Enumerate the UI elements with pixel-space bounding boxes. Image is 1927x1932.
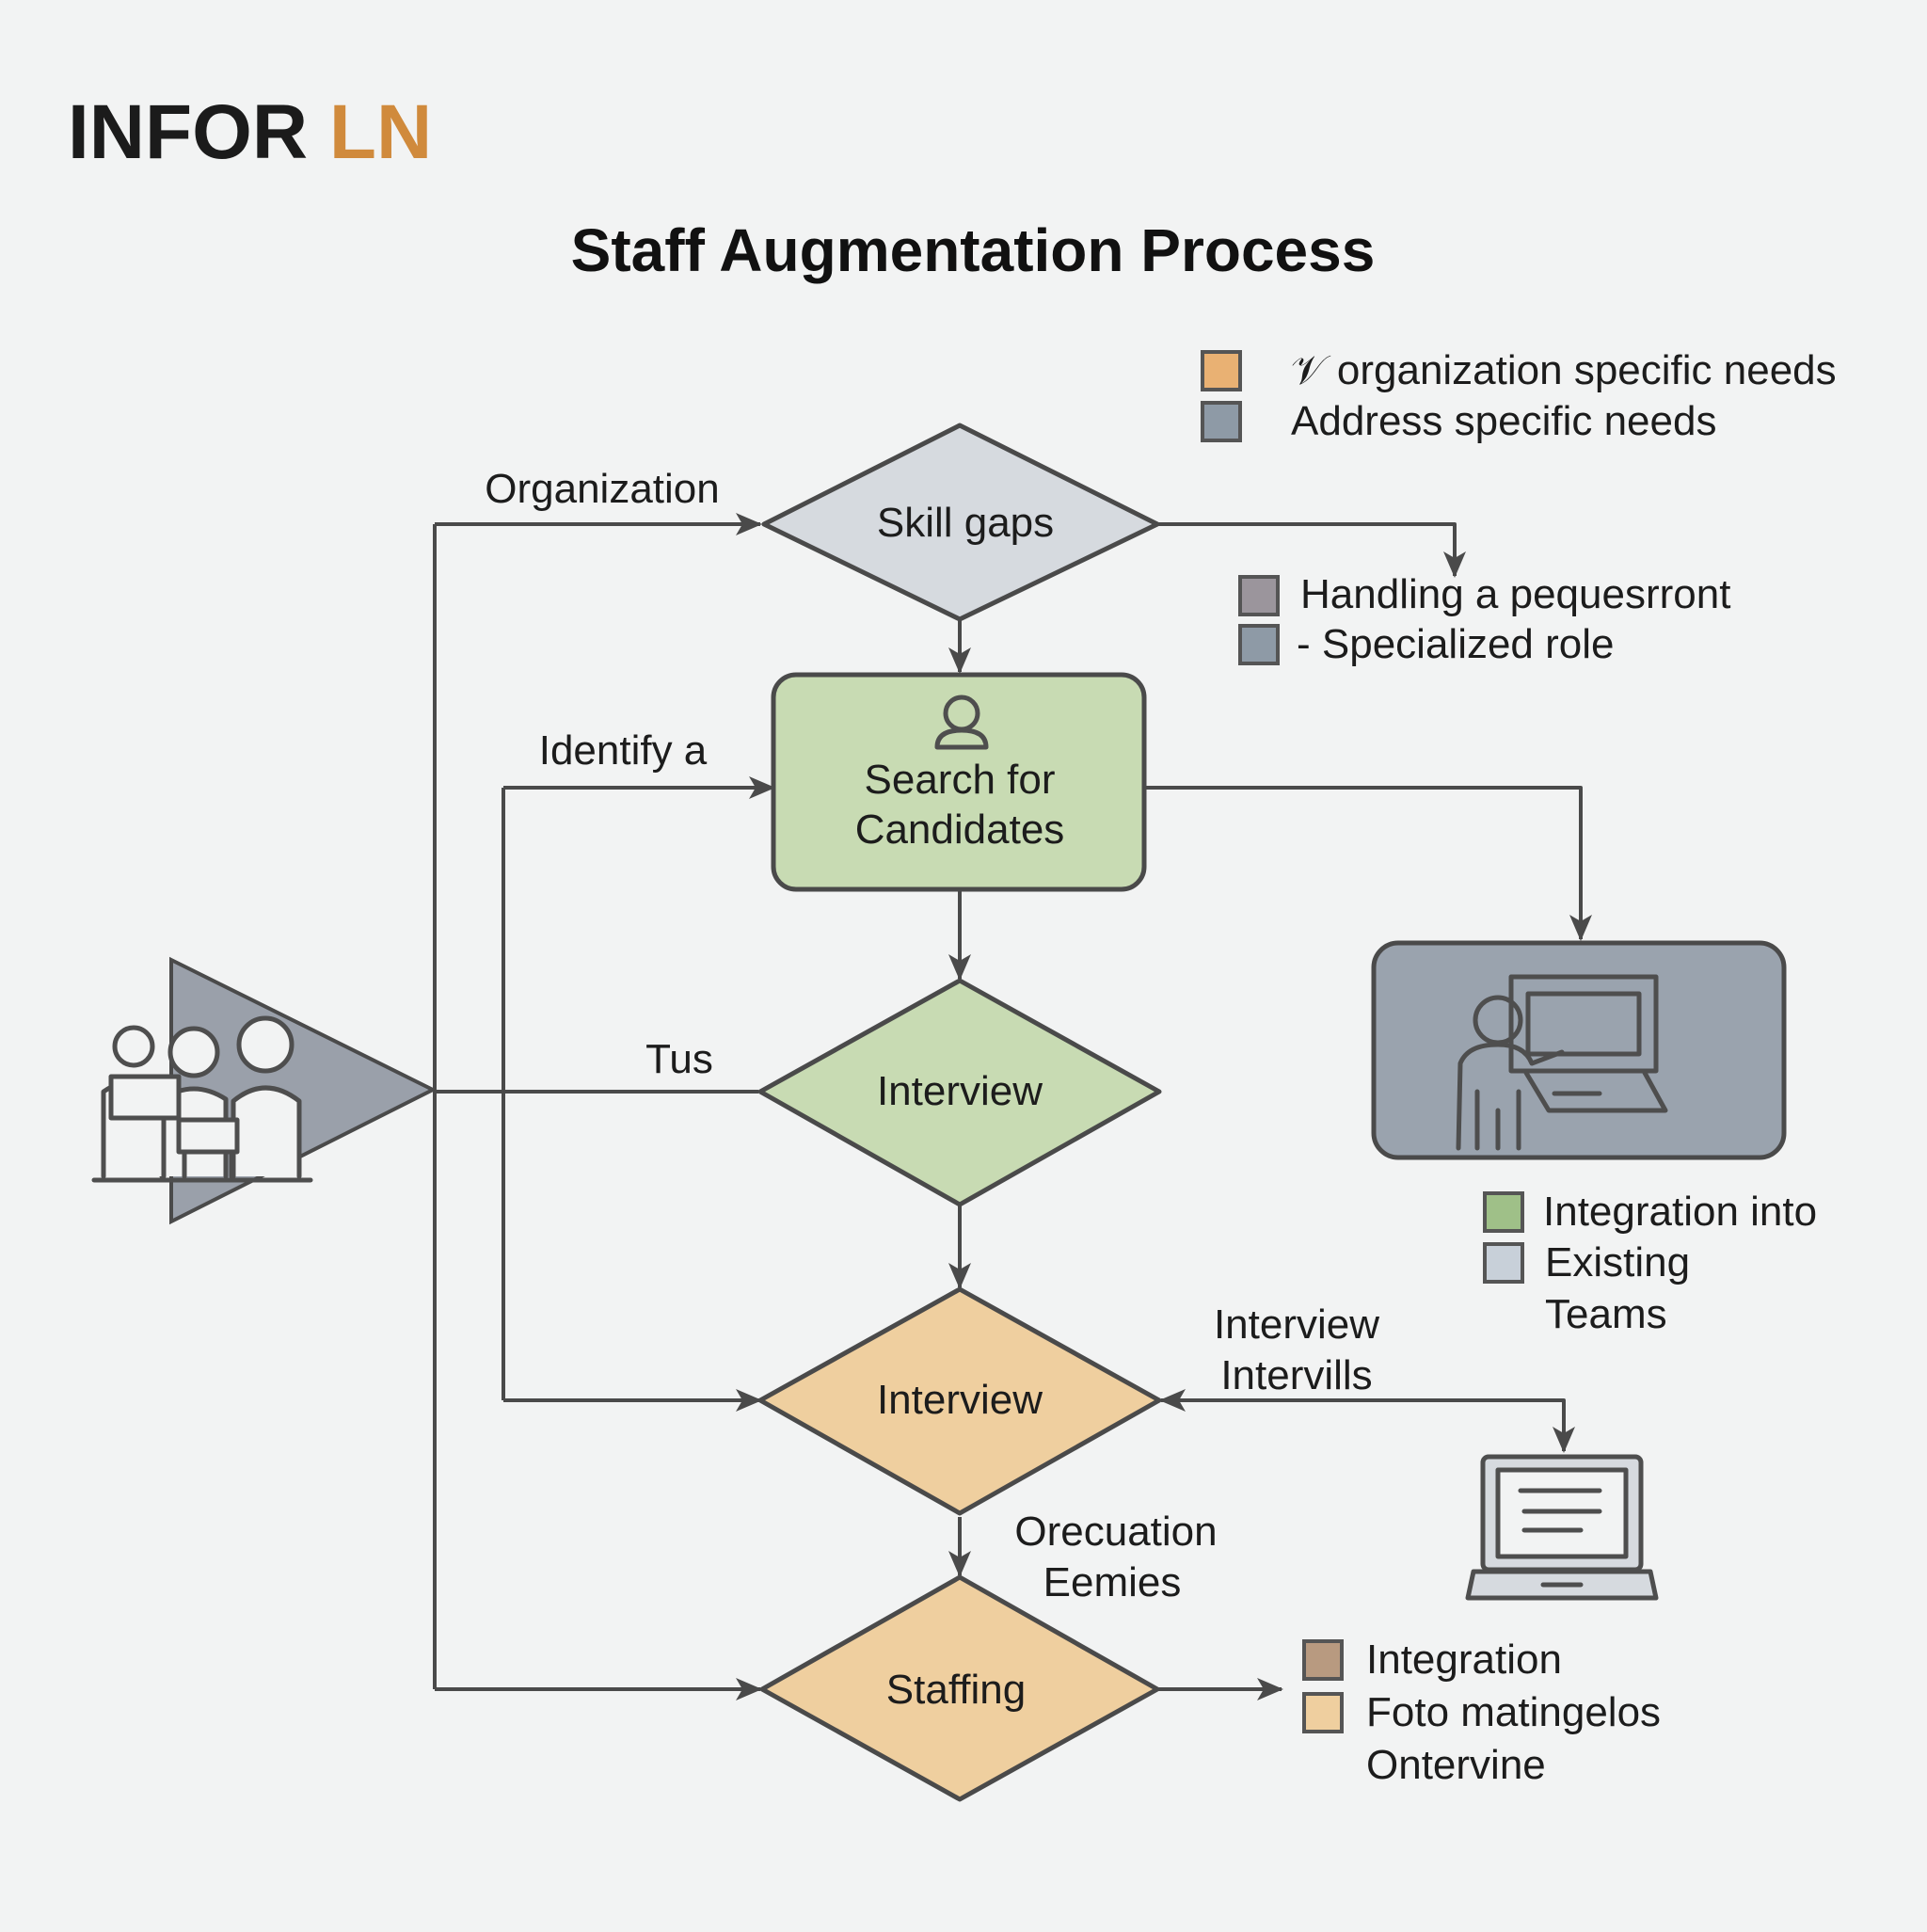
edge-label-orecuation-line1: Orecuation xyxy=(1014,1509,1217,1555)
legend-bottom-text-3: Ontervine xyxy=(1366,1742,1546,1788)
node-label-interview-2: Interview xyxy=(877,1377,1043,1423)
node-staffing: Staffing xyxy=(759,1574,1160,1802)
legend-right-text-3: Teams xyxy=(1545,1291,1667,1337)
legend-swatch xyxy=(1238,624,1280,665)
legend-swatch xyxy=(1483,1191,1524,1233)
edge-skill-to-legend xyxy=(1157,522,1466,578)
brand-part-infor: INFOR xyxy=(68,89,329,175)
legend-bottom-text-2: Foto matingelos xyxy=(1366,1689,1661,1735)
legend-right-text-2: Existing xyxy=(1545,1239,1690,1285)
brand-logo: INFOR LN xyxy=(68,89,432,175)
node-label-search-line2: Candidates xyxy=(855,806,1065,853)
brand-part-ln: LN xyxy=(329,89,432,175)
laptop-icon xyxy=(1465,1454,1659,1601)
legend-swatch xyxy=(1201,350,1242,391)
node-label-staffing: Staffing xyxy=(886,1667,1026,1713)
legend-bottom: Integration Foto matingelos Ontervine xyxy=(1302,1637,1661,1788)
legend-top-text-1: 𝒱 organization specific needs xyxy=(1291,347,1837,393)
legend-top: 𝒱 organization specific needs Address sp… xyxy=(1201,347,1837,444)
legend-swatch xyxy=(1238,575,1280,616)
legend-swatch xyxy=(1302,1692,1344,1733)
legend-swatch xyxy=(1201,401,1242,442)
node-label-skill-gaps: Skill gaps xyxy=(877,500,1054,546)
edge-label-interview-line2: Intervills xyxy=(1220,1352,1372,1398)
source-triangle xyxy=(91,956,438,1225)
legend-bottom-text-1: Integration xyxy=(1366,1637,1562,1683)
legend-middle-text-1: Handling a pequesrront xyxy=(1300,571,1730,617)
node-skill-gaps: Skill gaps xyxy=(761,423,1160,622)
edge-laptop-to-interview-2 xyxy=(1159,1389,1566,1451)
presenter-screen-icon xyxy=(1456,974,1668,1151)
edge-search-to-gray-box xyxy=(1144,786,1592,941)
legend-middle: Handling a pequesrront - Specialized rol… xyxy=(1238,571,1730,667)
legend-swatch xyxy=(1483,1242,1524,1284)
edge-label-orecuation-line2: Eemies xyxy=(1043,1559,1182,1605)
legend-swatch xyxy=(1302,1639,1344,1681)
node-label-search-line1: Search for xyxy=(865,757,1056,803)
legend-right: Integration into Existing Teams xyxy=(1483,1189,1817,1337)
person-icon xyxy=(934,695,989,750)
node-interview-2: Interview xyxy=(757,1286,1162,1516)
legend-top-text-2: Address specific needs xyxy=(1291,398,1716,444)
edge-label-identify: Identify a xyxy=(539,727,708,774)
node-search-candidates: Search for Candidates xyxy=(771,672,1147,892)
edge-label-organization: Organization xyxy=(485,466,719,512)
people-group-icon xyxy=(91,1015,313,1183)
presenter-box xyxy=(1371,940,1787,1160)
edge-label-interview-line1: Interview xyxy=(1214,1301,1379,1348)
node-label-interview-1: Interview xyxy=(877,1068,1043,1114)
edge-label-tus: Tus xyxy=(645,1036,713,1082)
legend-right-text-1: Integration into xyxy=(1543,1189,1817,1235)
legend-middle-text-2: - Specialized role xyxy=(1297,621,1615,667)
page-title: Staff Augmentation Process xyxy=(571,216,1376,284)
node-interview-1: Interview xyxy=(757,978,1162,1207)
edges xyxy=(433,513,1592,1700)
